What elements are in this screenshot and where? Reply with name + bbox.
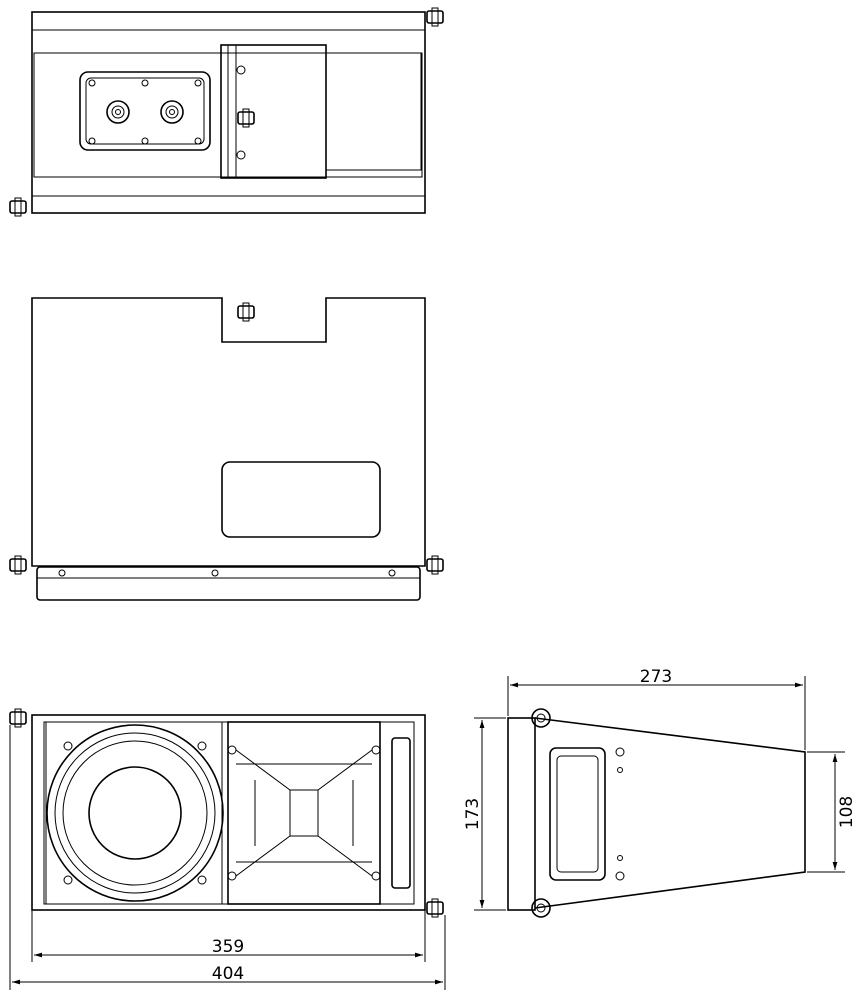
horn-icon [227, 721, 381, 905]
dimension-width-overall: 404 [9, 725, 446, 990]
dimension-label: 108 [837, 796, 857, 828]
side-view [507, 708, 806, 918]
dimension-label: 173 [463, 798, 483, 830]
dimension-width-inner: 359 [31, 910, 426, 962]
rear-view [9, 297, 444, 601]
dimension-depth: 273 [507, 667, 806, 750]
dimension-height-back: 173 [463, 717, 506, 911]
top-view [9, 7, 444, 217]
speakon-connector-icon [160, 100, 184, 124]
dimension-label: 273 [640, 667, 672, 687]
speakon-connector-icon [106, 100, 130, 124]
front-view [9, 708, 444, 918]
dimension-height-front: 108 [807, 751, 857, 873]
dimension-label: 359 [212, 937, 244, 957]
dimension-label: 404 [212, 964, 244, 984]
woofer-icon [46, 724, 224, 902]
